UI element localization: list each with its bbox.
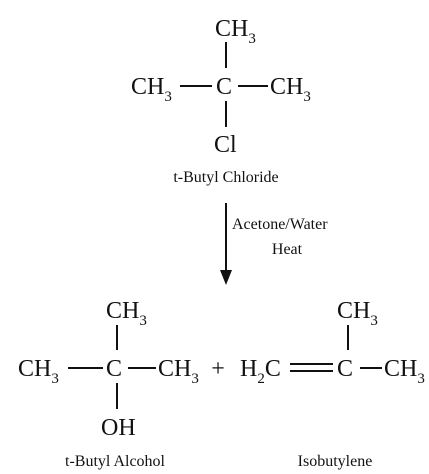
isobutylene-central-carbon: C <box>337 356 353 382</box>
t-butyl-alcohol-structure: CH3 CH3 C CH3 OH <box>18 298 199 441</box>
methylene-group: H2C <box>240 356 281 387</box>
alcohol-top-methyl: CH3 <box>106 298 147 329</box>
t-butyl-chloride-structure: CH3 CH3 C CH3 Cl <box>131 16 311 158</box>
reactant-central-carbon: C <box>216 74 232 100</box>
reaction-arrow <box>220 203 232 285</box>
alcohol-left-methyl: CH3 <box>18 356 59 387</box>
reactant-top-methyl: CH3 <box>215 16 256 47</box>
chlorine-atom: Cl <box>214 132 237 158</box>
condition-heat: Heat <box>272 241 303 258</box>
product1-name: t-Butyl Alcohol <box>65 453 166 470</box>
isobutylene-structure: CH3 H2C C CH3 <box>240 298 425 387</box>
isobutylene-right-methyl: CH3 <box>384 356 425 387</box>
isobutylene-top-methyl: CH3 <box>337 298 378 329</box>
hydroxyl-group: OH <box>101 415 136 441</box>
plus-sign: + <box>211 356 225 382</box>
reactant-left-methyl: CH3 <box>131 74 172 105</box>
arrow-head <box>220 270 232 285</box>
alcohol-right-methyl: CH3 <box>158 356 199 387</box>
product2-name: Isobutylene <box>298 453 373 470</box>
condition-solvent: Acetone/Water <box>232 216 328 233</box>
reactant-right-methyl: CH3 <box>270 74 311 105</box>
reactant-name: t-Butyl Chloride <box>173 169 278 186</box>
alcohol-central-carbon: C <box>106 356 122 382</box>
